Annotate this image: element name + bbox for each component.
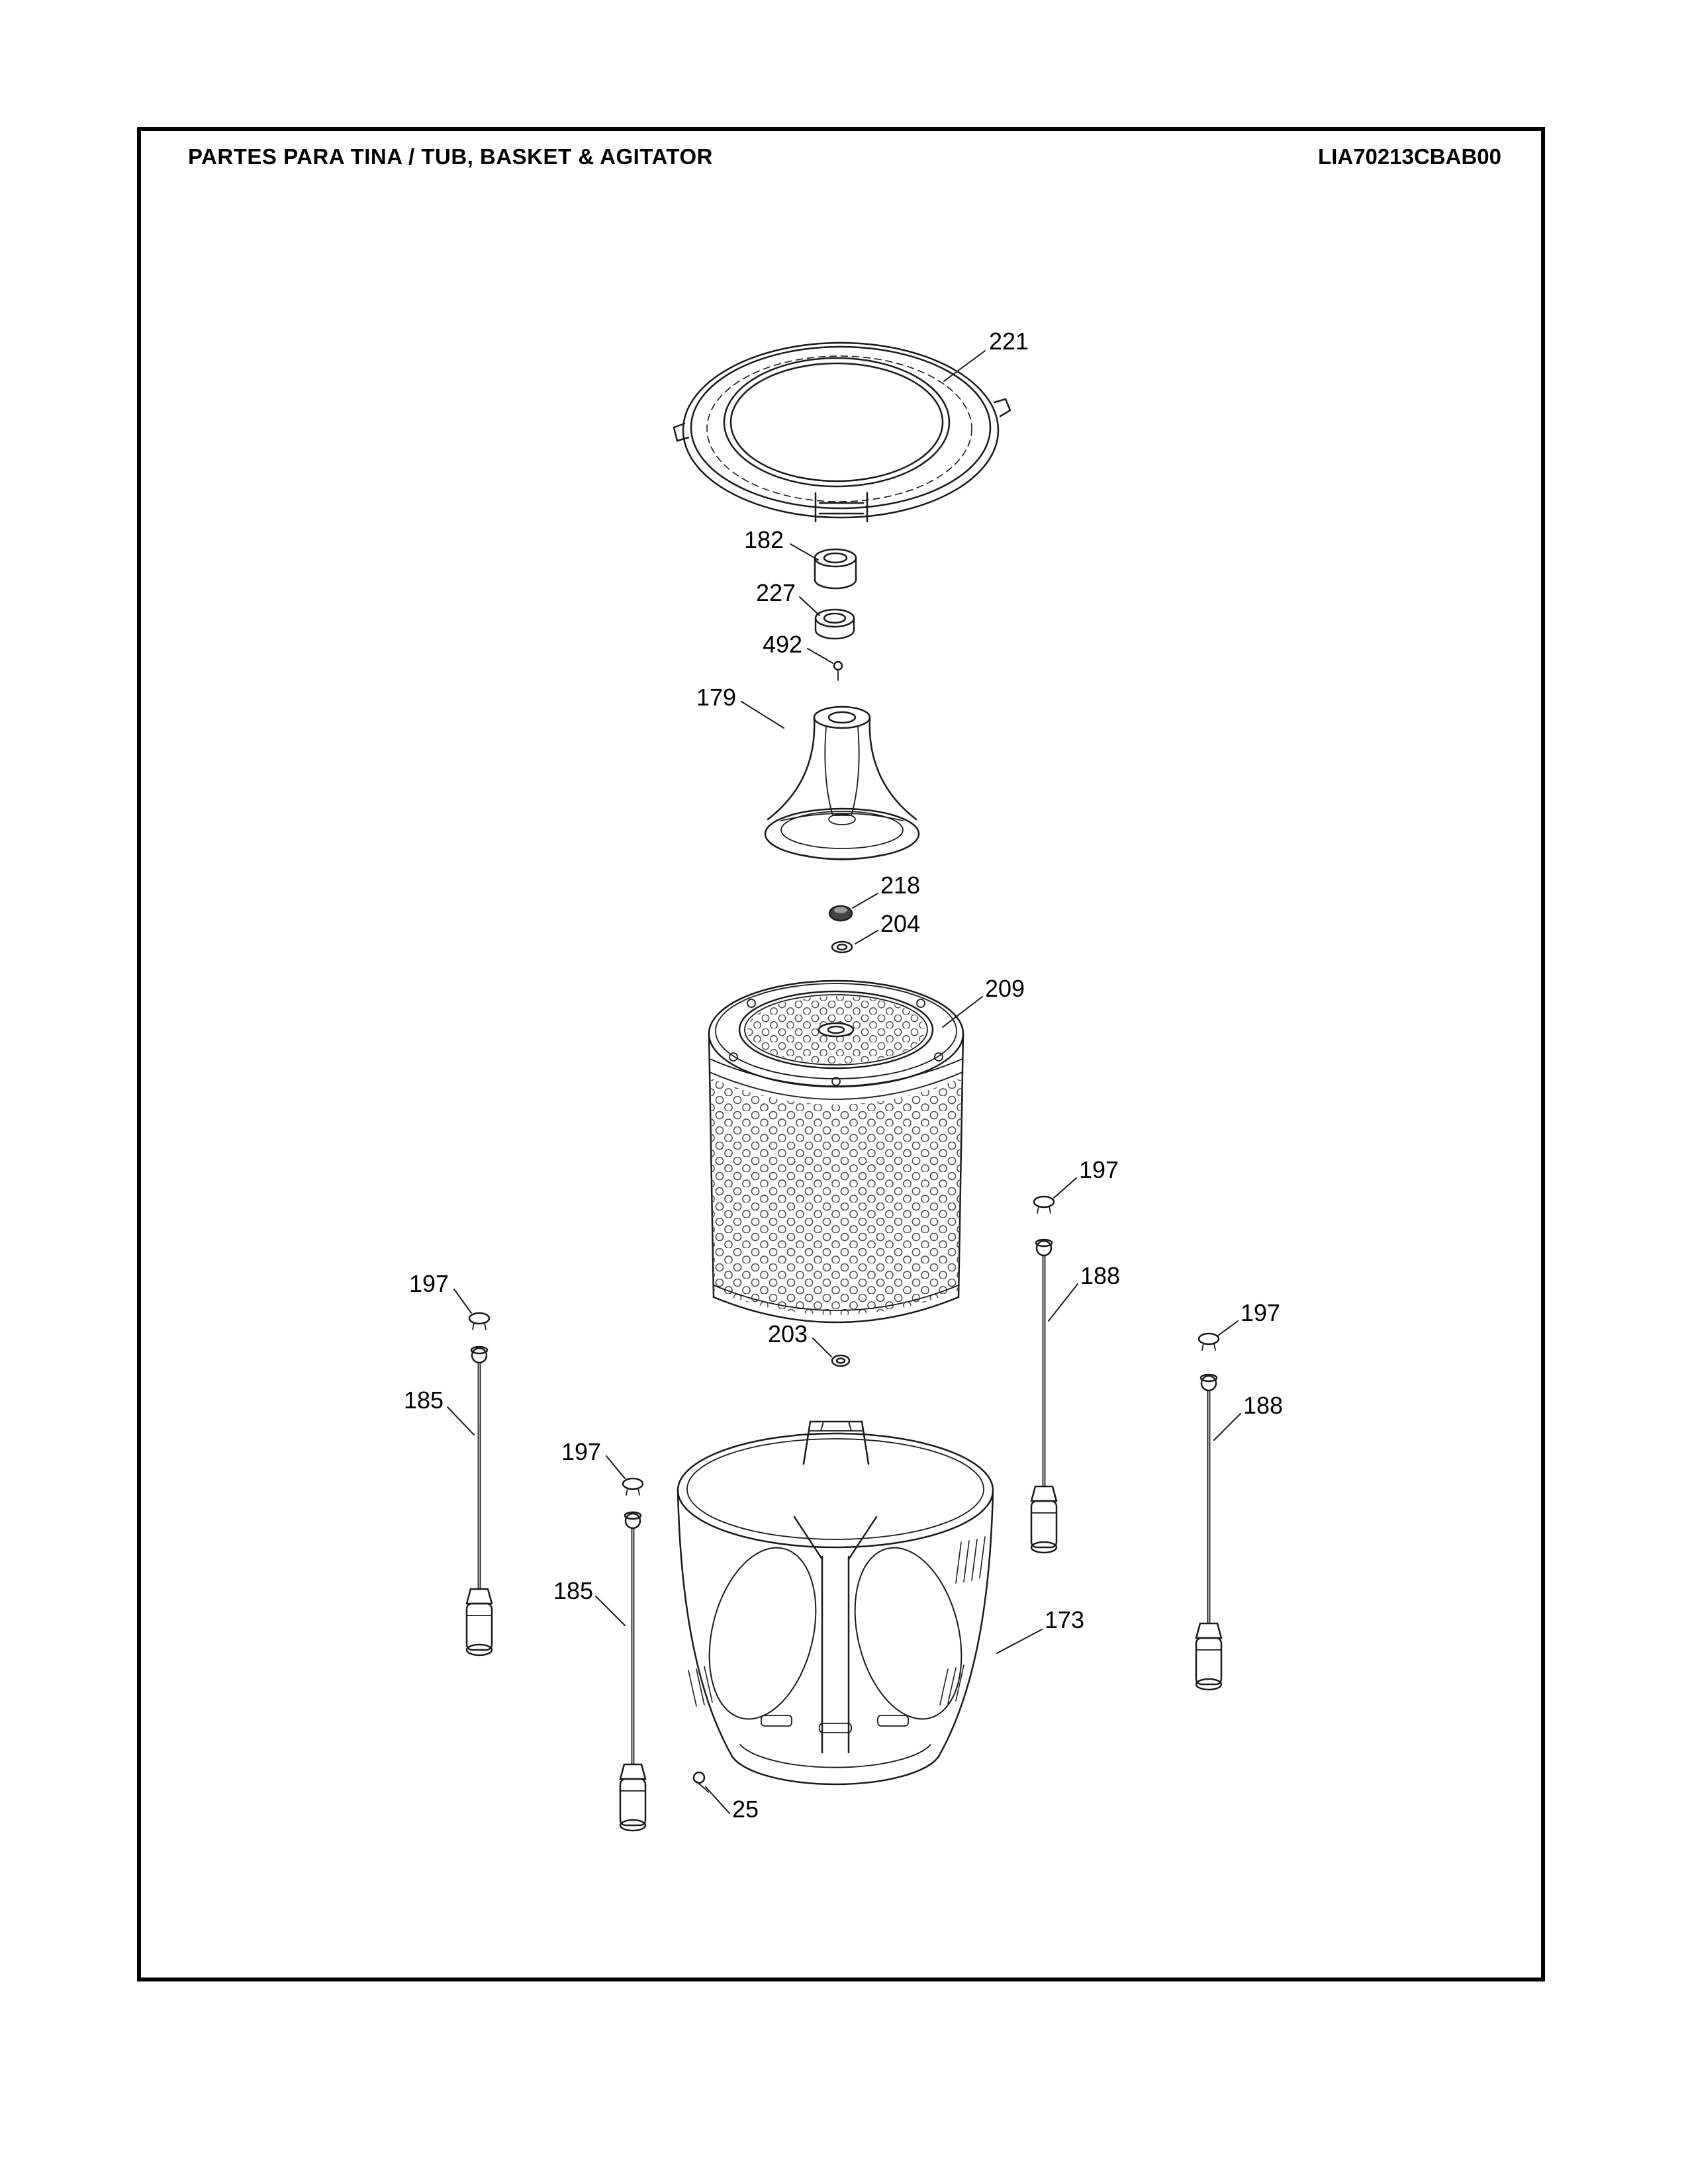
leader-line xyxy=(1048,1283,1078,1322)
screw-492-drawing xyxy=(833,660,843,681)
drive-hub-179-drawing xyxy=(764,705,920,860)
leader-line xyxy=(1053,1177,1077,1199)
document-code: LIA70213CBAB00 xyxy=(1318,144,1501,169)
leader-line xyxy=(741,701,784,729)
leader-line xyxy=(807,648,833,664)
leader-line xyxy=(799,596,820,616)
leader-line xyxy=(1217,1320,1239,1336)
leader-line xyxy=(1213,1413,1241,1441)
leader-line xyxy=(447,1406,475,1435)
outer-tub-173-drawing xyxy=(677,1420,994,1786)
leader-line xyxy=(996,1629,1043,1654)
cap-218-drawing xyxy=(828,905,853,922)
leader-line xyxy=(852,893,878,909)
seal-ring-227-drawing xyxy=(814,608,855,640)
leader-lines xyxy=(447,350,1241,1814)
leader-line xyxy=(606,1455,626,1479)
leader-line xyxy=(790,543,819,561)
basket-209-drawing xyxy=(708,979,964,1324)
washer-204-drawing xyxy=(831,940,853,954)
screw-25-drawing xyxy=(692,1771,709,1793)
spacer-182-drawing xyxy=(814,548,857,590)
leader-line xyxy=(855,930,878,944)
leader-line xyxy=(453,1289,472,1314)
suspension-rod-right-drawing xyxy=(1030,1195,1058,1554)
leader-line xyxy=(942,996,983,1028)
suspension-rod-left-drawing xyxy=(465,1312,493,1657)
leader-line xyxy=(705,1786,730,1814)
leader-line xyxy=(812,1338,832,1357)
leader-line xyxy=(595,1596,626,1626)
leader-line xyxy=(943,350,986,382)
page-title: PARTES PARA TINA / TUB, BASKET & AGITATO… xyxy=(188,144,713,169)
suspension-rod-far-right-drawing xyxy=(1195,1332,1223,1691)
washer-203-drawing xyxy=(831,1354,851,1367)
tub-cover-drawing xyxy=(673,341,1011,523)
suspension-rod-mid-left-drawing xyxy=(619,1477,647,1832)
